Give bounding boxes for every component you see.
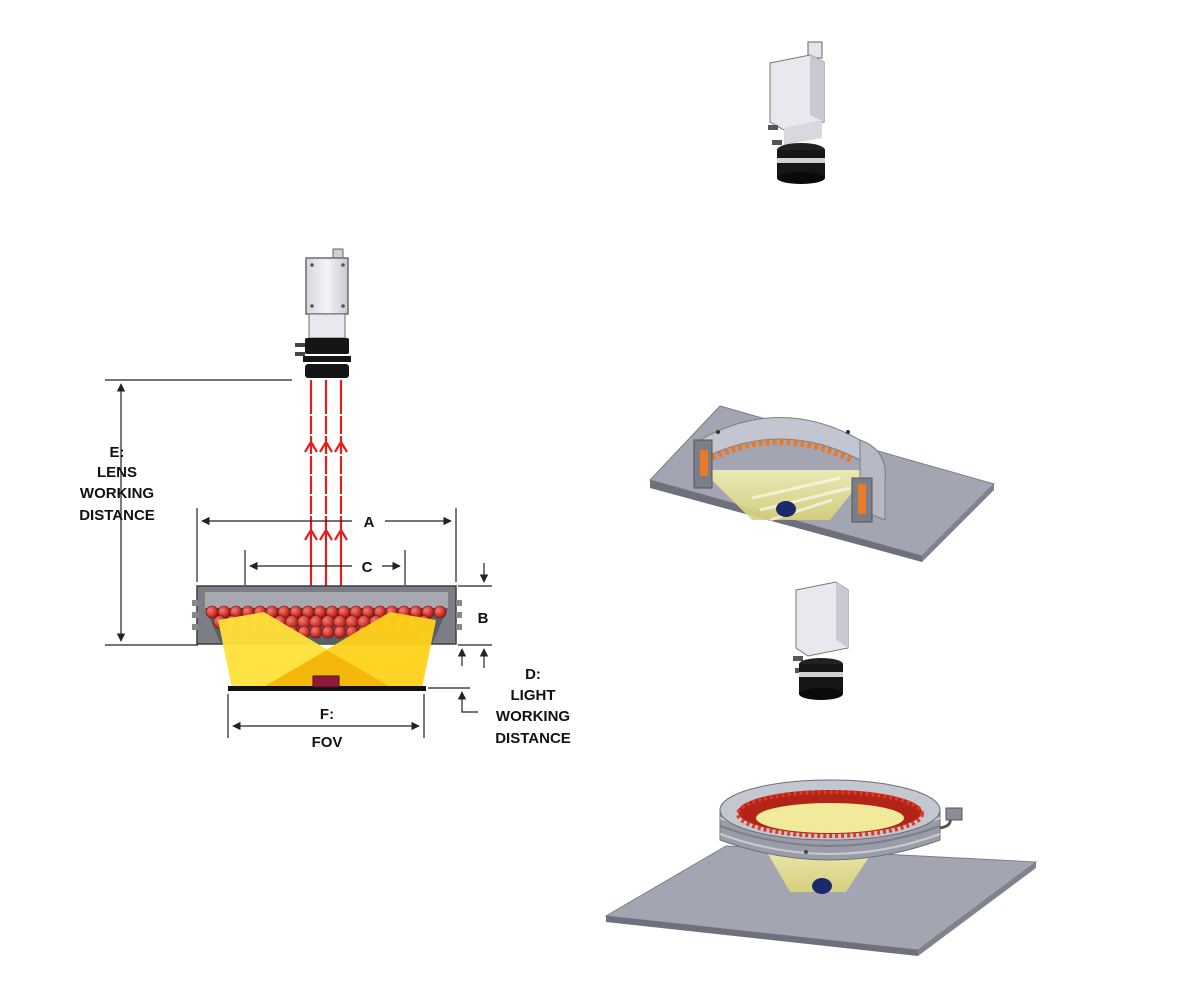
- ring-light-full-3d: [604, 779, 1038, 956]
- camera-icon: [295, 248, 351, 378]
- led-icon: [433, 605, 447, 619]
- label-d-line2: WORKING: [496, 708, 570, 725]
- label-e-line2: WORKING: [80, 485, 154, 502]
- label-b: B: [478, 610, 489, 627]
- label-e-title: E:: [110, 444, 125, 461]
- dimension-diagram: A C B E: LENS WORKING DISTANCE D: LIGHT …: [79, 248, 571, 751]
- led-icon: [333, 625, 347, 639]
- camera-3d-top: [768, 41, 825, 184]
- camera-3d-bottom: [793, 581, 849, 700]
- inspection-stage: [228, 686, 426, 691]
- ring-light-cutaway-3d: [649, 405, 995, 562]
- light-cone: [218, 612, 436, 688]
- label-d-line3: DISTANCE: [495, 730, 571, 747]
- led-icon: [205, 605, 219, 619]
- label-d-line1: LIGHT: [511, 687, 556, 704]
- label-f-line1: FOV: [312, 734, 343, 751]
- label-f-title: F:: [320, 706, 334, 723]
- label-e-line3: DISTANCE: [79, 507, 155, 524]
- label-d-title: D:: [525, 666, 541, 683]
- label-e-line1: LENS: [97, 464, 137, 481]
- led-icon: [309, 625, 323, 639]
- label-a: A: [364, 514, 375, 531]
- label-c: C: [362, 559, 373, 576]
- dimension-lines: [105, 379, 492, 738]
- led-icon: [321, 625, 335, 639]
- inspected-part-icon: [312, 675, 340, 688]
